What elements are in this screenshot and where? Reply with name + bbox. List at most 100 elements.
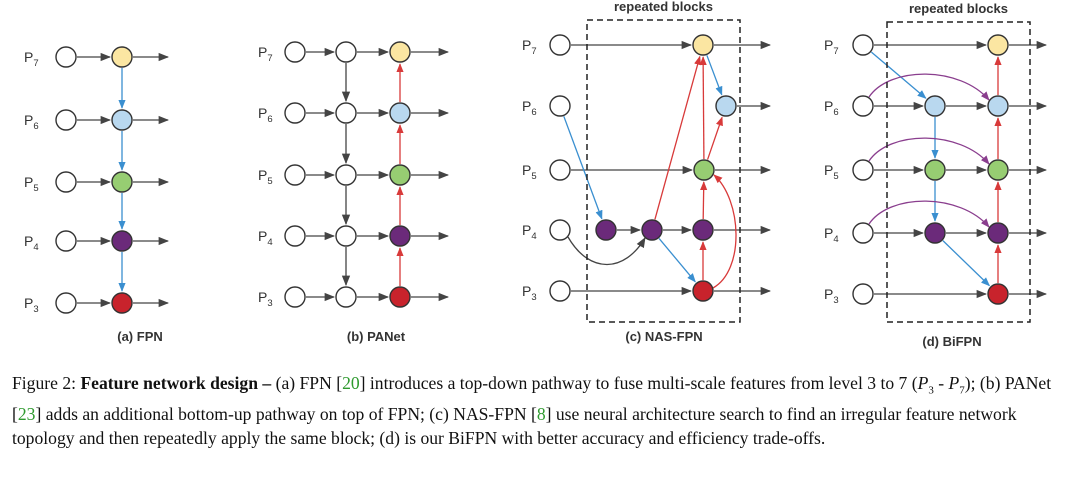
edge-arrow	[700, 181, 708, 220]
feature-node	[335, 41, 357, 63]
feature-node	[693, 159, 715, 181]
subfigure-label: (b) PANet	[347, 329, 406, 344]
feature-node	[55, 46, 77, 68]
level-label: P3	[24, 295, 39, 315]
feature-node	[852, 34, 874, 56]
feature-node	[389, 102, 411, 124]
feature-node	[692, 34, 714, 56]
feature-node	[284, 41, 306, 63]
level-label: P6	[24, 112, 39, 132]
level-label: P4	[24, 233, 39, 253]
level-label: P5	[24, 174, 39, 194]
feature-node	[389, 164, 411, 186]
citation-link[interactable]: 23	[17, 404, 36, 425]
feature-node	[987, 283, 1009, 305]
feature-node	[55, 109, 77, 131]
citation-link[interactable]: 8	[536, 404, 546, 425]
caption-text: ); (b) PANet [	[12, 373, 1052, 425]
feature-node	[987, 34, 1009, 56]
feature-node	[987, 95, 1009, 117]
repeated-block-box	[586, 19, 741, 323]
edge-arrow	[699, 56, 707, 160]
level-label: P7	[24, 49, 39, 69]
edge-arrow	[563, 116, 603, 220]
feature-node	[549, 219, 571, 241]
level-label: P4	[258, 228, 273, 248]
feature-node	[284, 164, 306, 186]
feature-node	[389, 286, 411, 308]
feature-node	[284, 225, 306, 247]
repeated-blocks-label: repeated blocks	[909, 1, 1008, 16]
caption-text: ] introduces a top-down pathway to fuse …	[359, 373, 918, 393]
feature-node	[335, 164, 357, 186]
feature-node	[284, 102, 306, 124]
feature-node	[549, 159, 571, 181]
feature-node	[335, 102, 357, 124]
feature-node	[595, 219, 617, 241]
caption-text: (a) FPN [	[275, 373, 343, 393]
level-label: P4	[824, 225, 839, 245]
feature-node	[55, 171, 77, 193]
feature-node	[389, 225, 411, 247]
level-label: P4	[522, 222, 537, 242]
caption-text: ] use neural architecture search to find…	[12, 404, 1017, 448]
level-label: P5	[522, 162, 537, 182]
feature-node	[852, 159, 874, 181]
level-label: P7	[824, 37, 839, 57]
feature-node	[335, 225, 357, 247]
feature-node	[549, 34, 571, 56]
edge-arrow	[942, 240, 991, 287]
feature-node	[55, 292, 77, 314]
citation-link[interactable]: 20	[342, 373, 360, 393]
level-label: P6	[824, 98, 839, 118]
feature-node	[55, 230, 77, 252]
feature-node	[987, 159, 1009, 181]
feature-node	[852, 95, 874, 117]
feature-node	[715, 95, 737, 117]
feature-node	[852, 283, 874, 305]
feature-node	[335, 286, 357, 308]
feature-node	[692, 280, 714, 302]
feature-node	[111, 109, 133, 131]
subfigure-label: (c) NAS-FPN	[625, 329, 702, 344]
feature-node	[389, 41, 411, 63]
caption-title: Feature network design –	[80, 373, 272, 393]
level-label: P6	[258, 105, 273, 125]
feature-node	[111, 46, 133, 68]
feature-node	[549, 95, 571, 117]
feature-node	[549, 280, 571, 302]
feature-node	[641, 219, 663, 241]
subfigure-label: (a) FPN	[117, 329, 163, 344]
feature-node	[284, 286, 306, 308]
level-label: P6	[522, 98, 537, 118]
level-label: P3	[522, 283, 537, 303]
edge-arrow	[870, 51, 927, 99]
edge-arrow	[706, 116, 723, 160]
figure-number: Figure 2:	[12, 373, 77, 393]
figure-caption: Figure 2: Feature network design – (a) F…	[12, 372, 1070, 450]
feature-node	[692, 219, 714, 241]
repeated-block-box	[886, 21, 1031, 323]
level-label: P5	[258, 167, 273, 187]
level-label: P7	[258, 44, 273, 64]
edge-arrow	[706, 55, 723, 96]
level-label: P5	[824, 162, 839, 182]
feature-node	[111, 292, 133, 314]
feature-node	[111, 230, 133, 252]
math-p3: P3	[917, 373, 934, 397]
feature-node	[924, 95, 946, 117]
edge-curve	[567, 236, 646, 265]
edge-curve	[868, 200, 990, 228]
edge-curve	[868, 137, 990, 165]
caption-text: ] adds an additional bottom-up pathway o…	[35, 404, 537, 425]
subfigure-label: (d) BiFPN	[922, 334, 981, 349]
feature-node	[924, 222, 946, 244]
repeated-blocks-label: repeated blocks	[614, 0, 713, 14]
level-label: P3	[824, 286, 839, 306]
edge-curve	[868, 73, 990, 101]
feature-node	[111, 171, 133, 193]
level-label: P3	[258, 289, 273, 309]
edge-curve	[712, 174, 737, 289]
caption-text: -	[933, 373, 949, 393]
